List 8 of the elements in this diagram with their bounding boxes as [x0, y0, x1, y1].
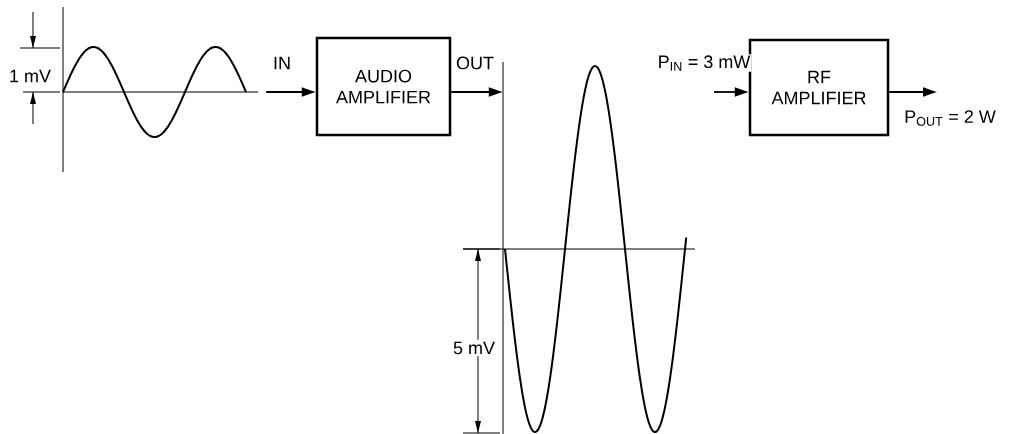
sine-wave-drawing	[62, 6, 259, 173]
edge-label: P$_{OUT}$ = 2 W	[903, 109, 997, 127]
edge-label: OUT	[455, 55, 495, 71]
amplifier-box: AUDIO AMPLIFIER	[315, 36, 452, 137]
dimension-label: 5 mV	[451, 339, 497, 357]
dimension-label: 1 mV	[7, 67, 53, 85]
edge-label: P$_{IN}$ = 3 mW	[656, 54, 752, 72]
edge-label: IN	[272, 55, 292, 71]
